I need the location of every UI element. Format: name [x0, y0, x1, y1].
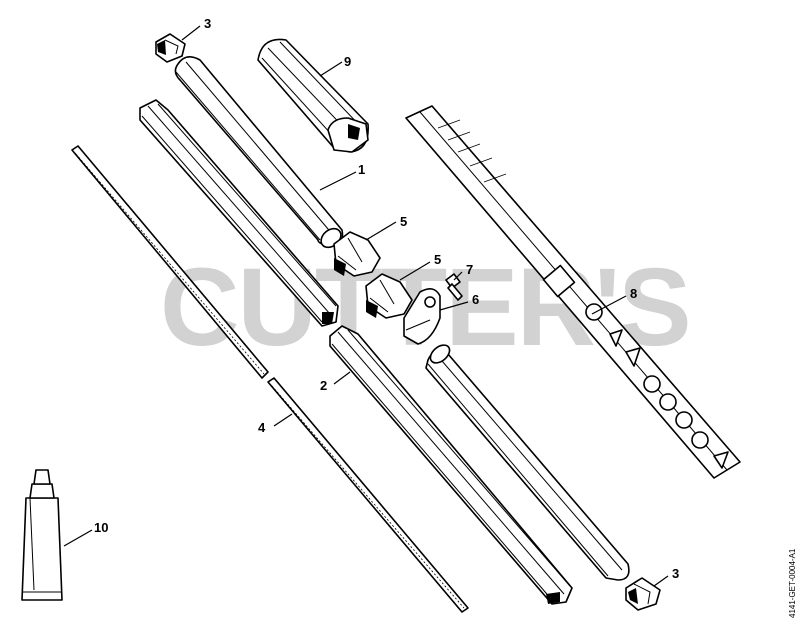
leader-lines	[63, 25, 669, 587]
callout-4: 4	[258, 420, 266, 435]
part-3-cap-top	[155, 33, 186, 63]
part-4-shaft-upper	[71, 145, 269, 379]
part-2-profile-upper	[139, 99, 339, 327]
part-5-clamp-lower	[365, 273, 413, 319]
callout-7: 7	[466, 262, 473, 277]
part-shaft-tube-lower	[425, 344, 630, 581]
part-6-bracket	[403, 288, 441, 345]
callout-3-bottom: 3	[672, 566, 679, 581]
callout-5-lower: 5	[434, 252, 441, 267]
part-10-grease-tube	[21, 469, 63, 601]
callout-2: 2	[320, 378, 327, 393]
document-id: 4141-GET-0004-A1	[788, 548, 797, 618]
part-9-grip	[257, 38, 369, 153]
part-3-cap-bottom	[625, 577, 661, 611]
callout-5-upper: 5	[400, 214, 407, 229]
callout-1: 1	[358, 162, 365, 177]
callout-3-top: 3	[204, 16, 211, 31]
callout-8: 8	[630, 286, 637, 301]
part-2-profile-lower	[329, 325, 573, 605]
callout-6: 6	[472, 292, 479, 307]
callout-9: 9	[344, 54, 351, 69]
part-5-clamp-upper	[333, 231, 381, 277]
part-8-label-strip	[405, 105, 741, 479]
part-4-shaft-lower	[267, 377, 469, 613]
callout-10: 10	[94, 520, 108, 535]
